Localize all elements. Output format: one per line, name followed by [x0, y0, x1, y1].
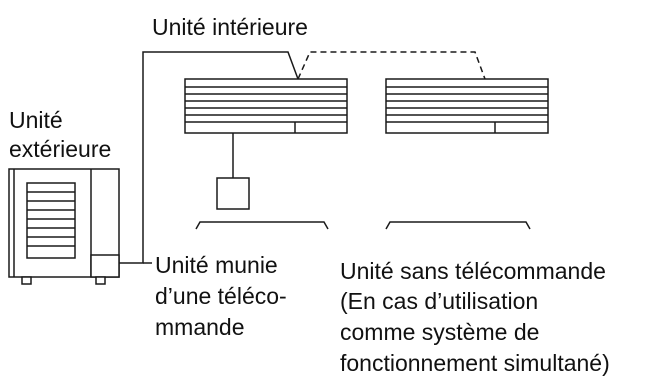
outdoor-unit-terminal-box	[90, 254, 120, 278]
indoor-unit-2-slats	[386, 86, 548, 123]
outdoor-unit-foot-left	[21, 276, 32, 285]
outdoor-unit-foot-right	[95, 276, 106, 285]
label-without-remote-line4: fonctionnement simultané)	[340, 350, 610, 376]
label-outdoor-unit-line1: Unité	[9, 107, 63, 133]
label-outdoor-unit-line2: extérieure	[9, 136, 112, 162]
label-without-remote-line3: comme système de	[340, 319, 540, 345]
label-with-remote-line3: mmande	[155, 314, 245, 340]
label-indoor-unit: Unité intérieure	[152, 14, 308, 40]
label-with-remote-line2: d’une téléco-	[155, 283, 287, 309]
indoor-unit-1-slats	[185, 86, 347, 123]
indoor-unit-2-body	[385, 78, 549, 134]
label-without-remote-line2: (En cas d’utilisation	[340, 288, 539, 314]
label-with-remote-line1: Unité munie	[155, 252, 278, 278]
indoor-unit-with-remote	[184, 78, 348, 134]
indoor-unit-without-remote	[385, 78, 549, 134]
indoor-unit-1-body	[184, 78, 348, 134]
outdoor-unit	[8, 168, 120, 285]
remote-controller	[216, 177, 250, 210]
bracket-without-remote	[385, 221, 531, 230]
outdoor-unit-grille-slats	[27, 191, 75, 247]
label-without-remote-line1: Unité sans télécommande	[340, 258, 606, 284]
outdoor-to-indoor-wire	[119, 51, 299, 264]
bracket-with-remote	[195, 221, 329, 230]
indoor-link-dashed-wire	[297, 51, 486, 80]
